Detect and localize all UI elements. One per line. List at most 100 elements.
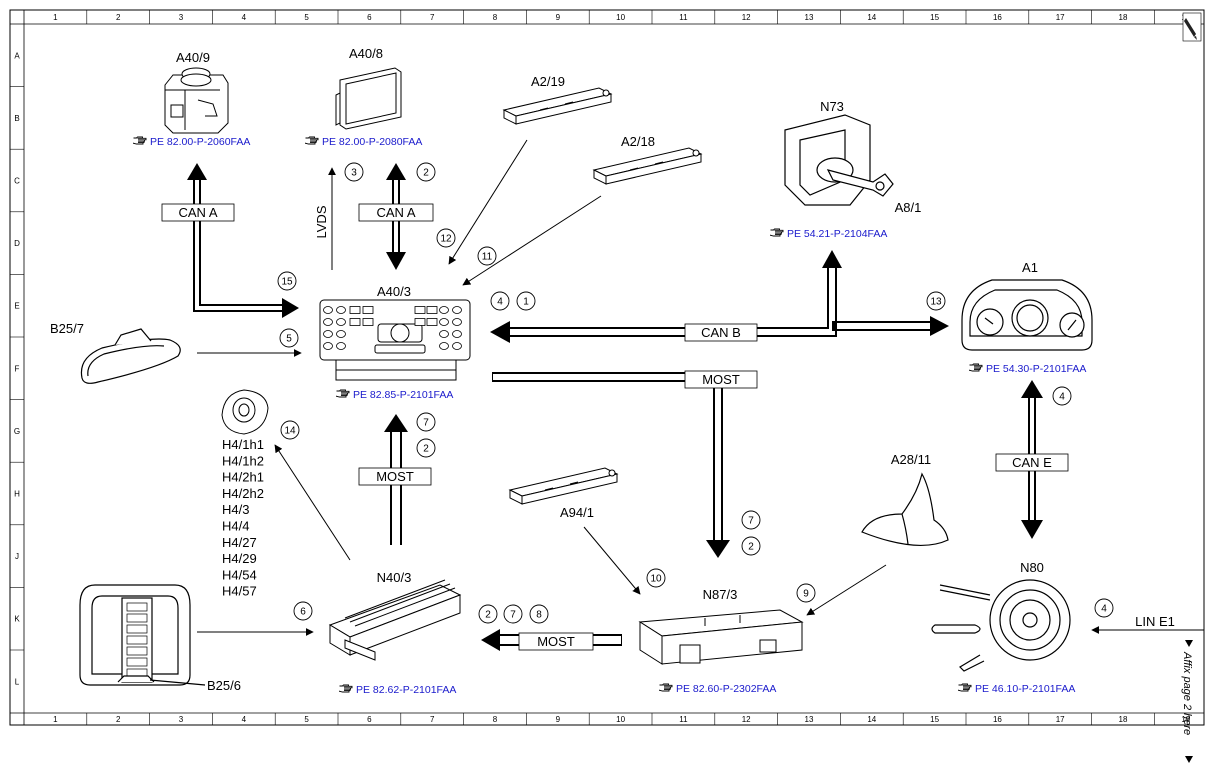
signal-circle <box>416 438 436 458</box>
lvds-label: LVDS <box>314 205 329 238</box>
most-top-bus <box>492 370 758 558</box>
a40-8-label: A40/8 <box>349 46 383 61</box>
b25-6-overhead-drawing <box>79 584 206 686</box>
h4-list-item: H4/3 <box>222 502 249 517</box>
n80-ref[interactable]: PE 46.10-P-2101FAA <box>975 683 1075 695</box>
signal-circle <box>529 604 549 624</box>
signal-circle <box>478 604 498 624</box>
n40-3-ref[interactable]: PE 82.62-P-2101FAA <box>356 684 456 696</box>
grid-column-label: 3 <box>179 13 184 22</box>
a40-8-ref[interactable]: PE 82.00-P-2080FAA <box>322 136 422 148</box>
grid-column-label: 14 <box>867 13 876 22</box>
n87-3-label: N87/3 <box>703 587 738 602</box>
pointing-hand-icon <box>659 683 673 692</box>
signal-number: 2 <box>748 542 754 553</box>
grid-column-label: 16 <box>993 715 1002 724</box>
b25-7-mirror-drawing <box>80 328 181 384</box>
grid-column-label: 18 <box>1119 715 1128 724</box>
grid-column-label: 6 <box>367 715 372 724</box>
grid-row-label: G <box>14 427 20 436</box>
signal-circle <box>926 291 946 311</box>
most-mid-bus <box>358 414 432 545</box>
signal-circle <box>279 328 299 348</box>
grid-column-label: 4 <box>242 13 247 22</box>
signal-number: 1 <box>523 297 529 308</box>
grid-row-label: J <box>15 552 19 561</box>
grid-column-label: 17 <box>1056 715 1065 724</box>
can-a-left-label: CAN A <box>178 205 217 220</box>
grid-column-label: 13 <box>805 13 814 22</box>
signal-circle <box>1094 598 1114 618</box>
signal-circle <box>277 271 297 291</box>
grid-column-label: 15 <box>930 715 939 724</box>
h4-list-item: H4/27 <box>222 535 257 550</box>
pointing-hand-icon <box>133 136 147 145</box>
grid-column-label: 17 <box>1056 13 1065 22</box>
grid-column-label: 10 <box>616 13 625 22</box>
most-top-label: MOST <box>702 372 740 387</box>
pointing-hand-icon <box>339 684 353 693</box>
signal-circle <box>646 568 666 588</box>
n73-label: N73 <box>820 99 844 114</box>
n87-3-ref[interactable]: PE 82.60-P-2302FAA <box>676 683 776 695</box>
grid-column-label: 8 <box>493 715 498 724</box>
h4-list-item: H4/1h2 <box>222 453 264 468</box>
a40-9-ref[interactable]: PE 82.00-P-2060FAA <box>150 136 250 148</box>
signal-circle <box>1052 386 1072 406</box>
grid-column-label: 12 <box>742 13 751 22</box>
a40-3-label: A40/3 <box>377 284 411 299</box>
signal-circle <box>796 583 816 603</box>
signal-number: 8 <box>536 610 542 621</box>
grid-row-label: H <box>14 490 20 499</box>
can-a-mid-label: CAN A <box>376 205 415 220</box>
pointing-hand-icon <box>770 228 784 237</box>
signal-circle <box>344 162 364 182</box>
grid-row-label: A <box>14 51 20 60</box>
signal-circle <box>503 604 523 624</box>
h4-speaker-drawing <box>221 389 269 435</box>
grid-ticks <box>10 10 1155 725</box>
grid-column-label: 7 <box>430 715 435 724</box>
signal-circle <box>490 291 510 311</box>
signal-circle <box>477 246 497 266</box>
a2-18-module-drawing <box>592 147 703 185</box>
signal-circle <box>741 536 761 556</box>
h4-list-item: H4/1h1 <box>222 437 264 452</box>
n80-steering-module-drawing <box>931 579 1071 672</box>
lin-e1-label: LIN E1 <box>1135 614 1175 629</box>
signal-number: 2 <box>485 610 491 621</box>
signal-number: 9 <box>803 589 809 600</box>
n73-ref[interactable]: PE 54.21-P-2104FAA <box>787 228 887 240</box>
grid-row-label: F <box>15 364 20 373</box>
signal-circle <box>741 510 761 530</box>
most-bottom-label: MOST <box>537 634 575 649</box>
n40-3-amplifier-drawing <box>328 579 462 661</box>
side-note: Affix page 2 here <box>1181 640 1193 763</box>
grid-row-label: C <box>14 177 20 186</box>
grid-row-label: K <box>14 615 20 624</box>
a8-1-label: A8/1 <box>895 200 922 215</box>
grid-column-label: 1 <box>53 13 58 22</box>
grid-column-label: 13 <box>805 715 814 724</box>
signal-number: 3 <box>351 168 357 179</box>
signal-number: 4 <box>1059 392 1065 403</box>
can-e-label: CAN E <box>1012 455 1052 470</box>
grid-column-label: 7 <box>430 13 435 22</box>
grid-column-label: 2 <box>116 715 121 724</box>
pointing-hand-icon <box>336 389 350 398</box>
n73-ignition-switch-drawing <box>784 114 894 206</box>
h4-list-item: H4/4 <box>222 519 249 534</box>
a2-18-label: A2/18 <box>621 134 655 149</box>
a1-ref[interactable]: PE 54.30-P-2101FAA <box>986 363 1086 375</box>
h4-list-item: H4/29 <box>222 551 257 566</box>
pencil-icon <box>1182 12 1202 42</box>
grid-row-label: L <box>15 677 20 686</box>
affix-note: Affix page 2 here <box>1181 651 1193 735</box>
grid-column-label: 18 <box>1119 13 1128 22</box>
a40-3-ref[interactable]: PE 82.85-P-2101FAA <box>353 389 453 401</box>
signal-number: 10 <box>650 574 662 585</box>
grid-column-label: 8 <box>493 13 498 22</box>
grid-column-label: 10 <box>616 715 625 724</box>
can-e-bus <box>995 380 1069 539</box>
can-b-label: CAN B <box>701 325 741 340</box>
